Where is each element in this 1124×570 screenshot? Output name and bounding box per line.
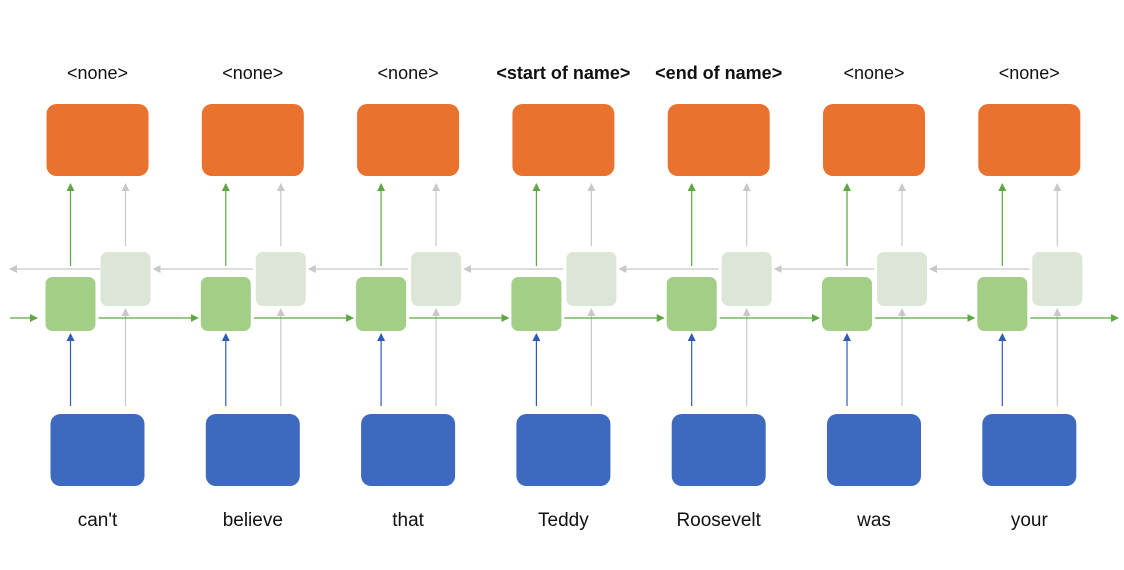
output-box bbox=[512, 104, 615, 176]
backward-lstm-cell bbox=[721, 252, 772, 306]
forward-lstm-cell bbox=[45, 277, 96, 331]
output-box bbox=[201, 104, 304, 176]
text-layer: <none> can't <none> believe <none> that <start… bbox=[67, 63, 1060, 531]
input-word-label: believe bbox=[223, 510, 283, 531]
forward-lstm-cell bbox=[666, 277, 717, 331]
output-box bbox=[667, 104, 770, 176]
input-word-label: that bbox=[392, 510, 424, 531]
backward-lstm-cell bbox=[1032, 252, 1083, 306]
output-tag-label: <none> bbox=[999, 63, 1060, 83]
input-embedding-box bbox=[205, 414, 300, 486]
backward-lstm-cell bbox=[255, 252, 306, 306]
output-tag-label: <none> bbox=[378, 63, 439, 83]
forward-lstm-cell bbox=[200, 277, 251, 331]
backward-lstm-cell bbox=[411, 252, 462, 306]
output-tag-label: <none> bbox=[67, 63, 128, 83]
input-embedding-box bbox=[827, 414, 921, 486]
output-tag-label: <end of name> bbox=[655, 63, 782, 83]
box-layer bbox=[45, 104, 1083, 486]
forward-lstm-cell bbox=[822, 277, 872, 331]
output-box bbox=[357, 104, 460, 176]
output-tag-label: <start of name> bbox=[496, 63, 630, 83]
forward-lstm-cell bbox=[511, 277, 562, 331]
input-word-label: was bbox=[856, 510, 891, 531]
output-box bbox=[46, 104, 149, 176]
input-word-label: Teddy bbox=[538, 510, 589, 531]
forward-lstm-cell bbox=[356, 277, 407, 331]
input-word-label: Roosevelt bbox=[676, 510, 761, 531]
input-embedding-box bbox=[671, 414, 766, 486]
input-embedding-box bbox=[982, 414, 1077, 486]
output-tag-label: <none> bbox=[222, 63, 283, 83]
input-word-label: can't bbox=[78, 510, 118, 531]
backward-lstm-cell bbox=[877, 252, 927, 306]
input-embedding-box bbox=[516, 414, 611, 486]
backward-lstm-cell bbox=[566, 252, 617, 306]
input-word-label: your bbox=[1011, 510, 1049, 531]
connection-layer bbox=[9, 183, 1119, 406]
output-tag-label: <none> bbox=[843, 63, 904, 83]
forward-lstm-cell bbox=[977, 277, 1028, 331]
output-box bbox=[978, 104, 1081, 176]
backward-lstm-cell bbox=[100, 252, 151, 306]
input-embedding-box bbox=[361, 414, 456, 486]
output-box bbox=[823, 104, 925, 176]
input-embedding-box bbox=[50, 414, 145, 486]
